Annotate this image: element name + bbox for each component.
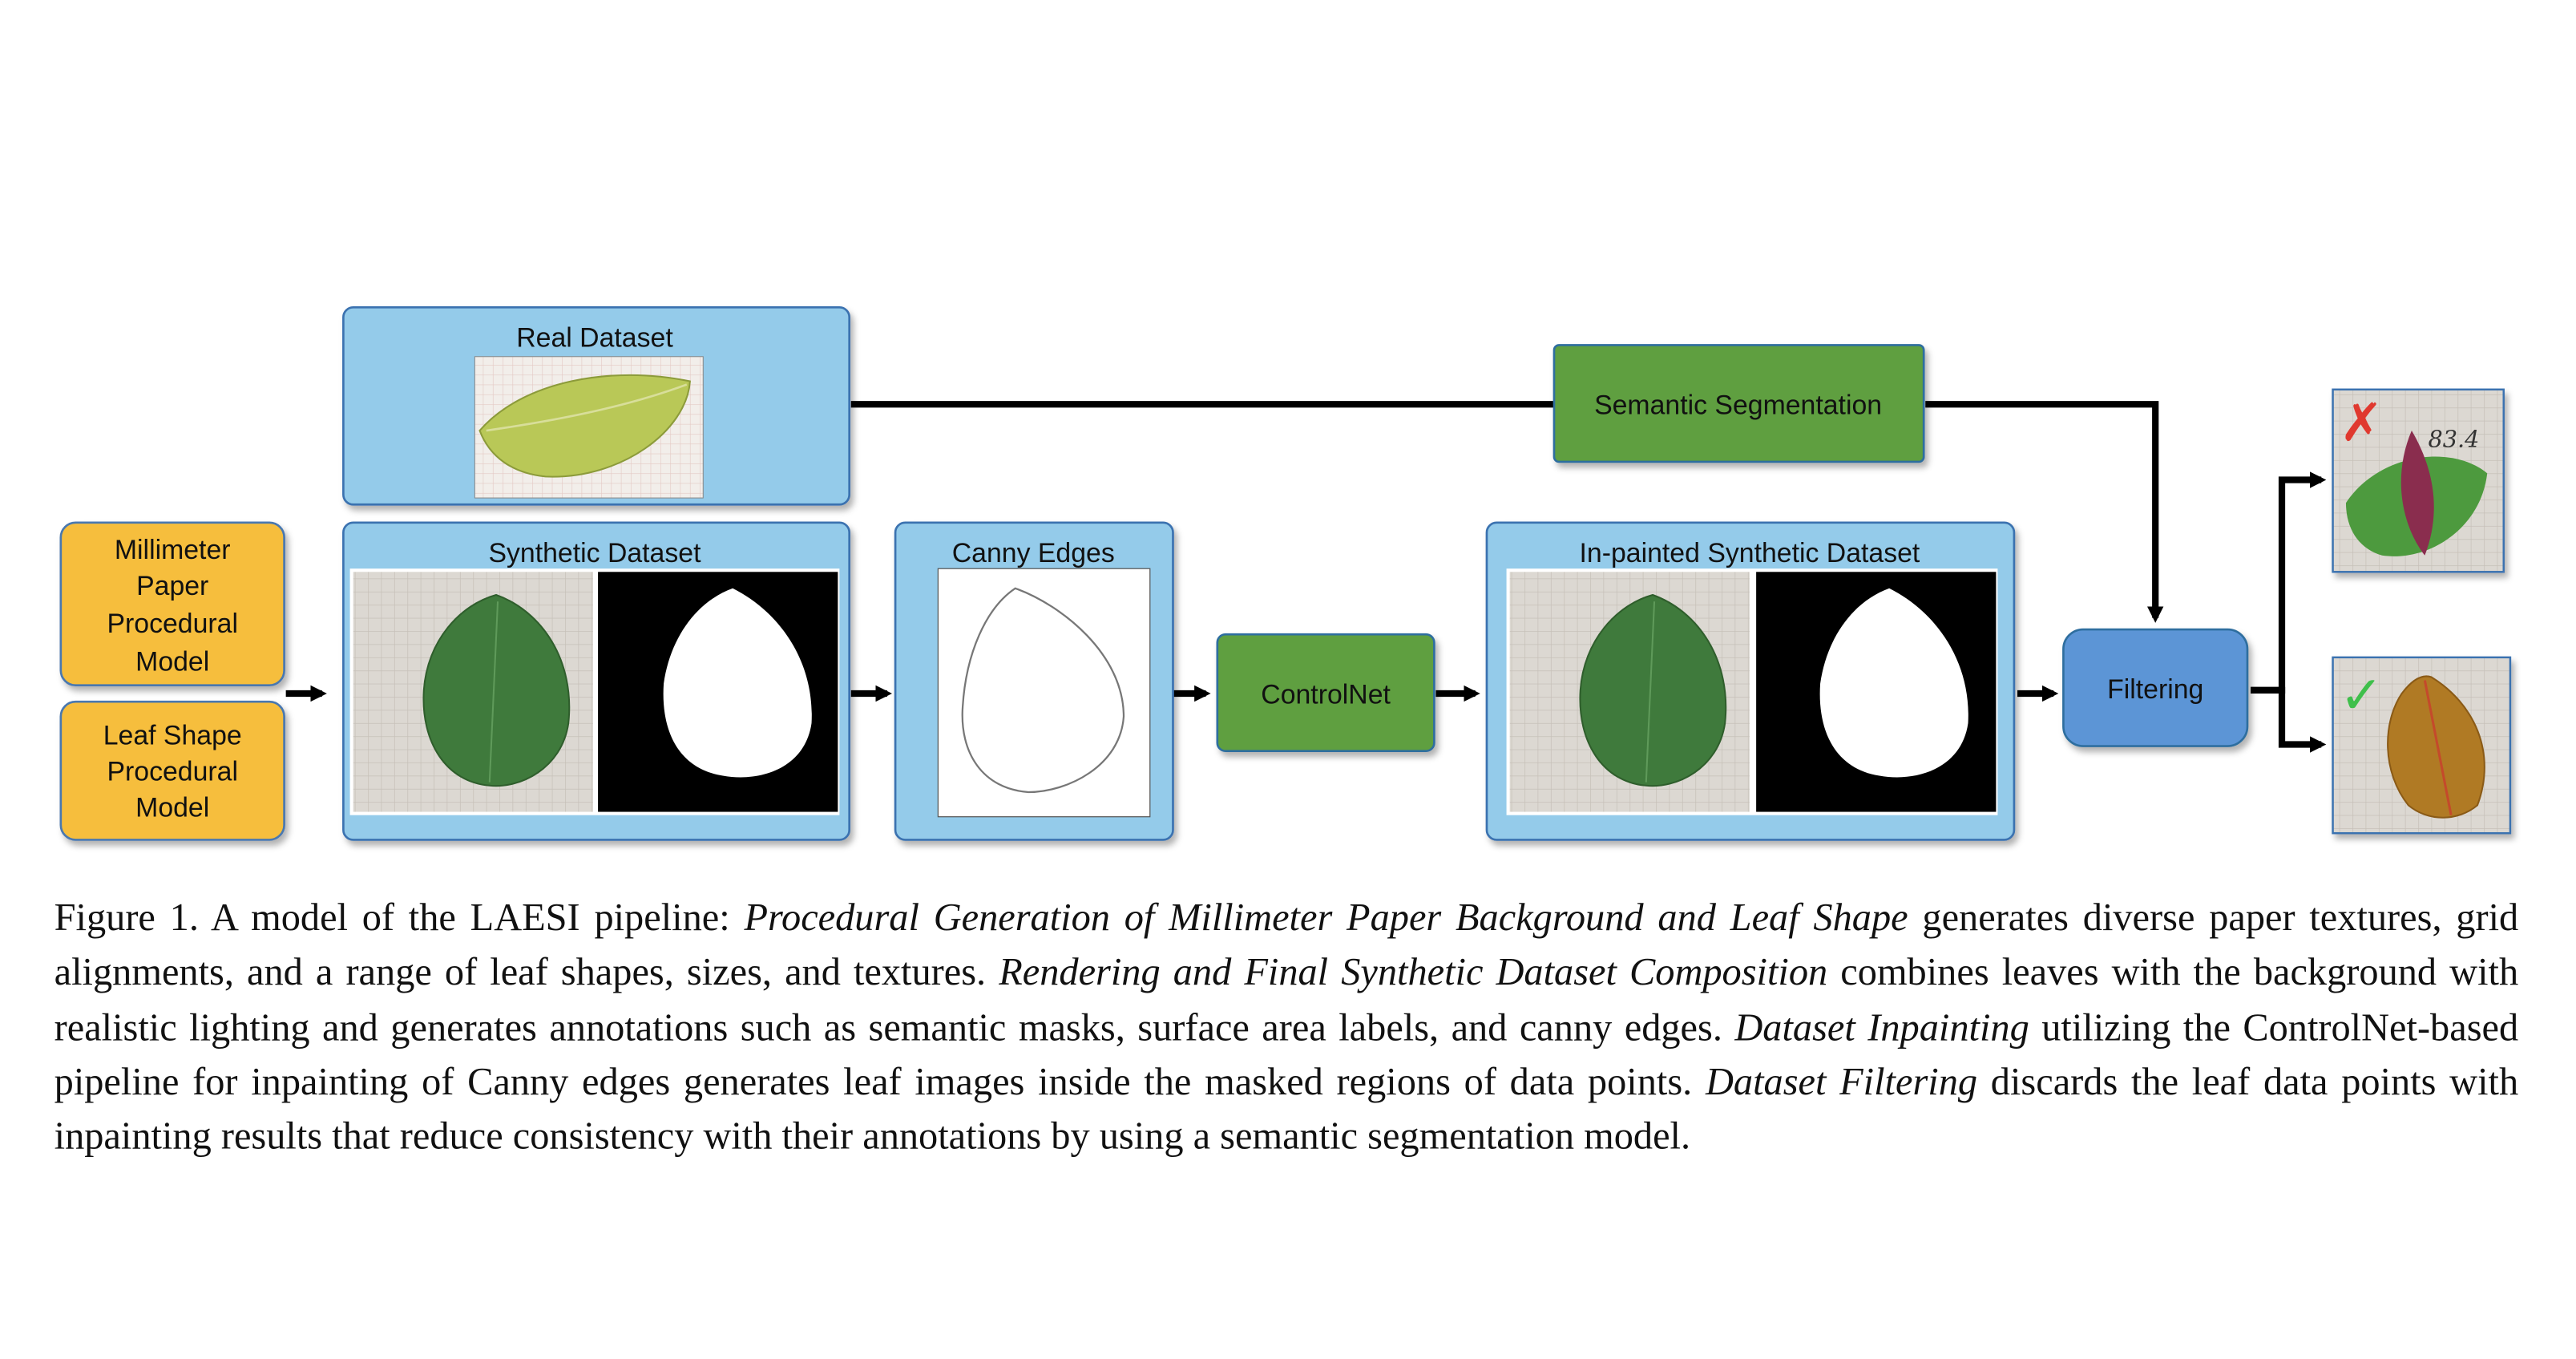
- leaf-shape-line-1: Leaf Shape: [103, 721, 242, 751]
- leaf-shape-line-3: Model: [135, 793, 209, 823]
- synthetic-leaf-icon: [422, 593, 571, 787]
- figure-caption: Figure 1. A model of the LAESI pipeline:…: [55, 892, 2519, 1166]
- real-dataset-node: Real Dataset: [342, 305, 851, 506]
- canny-edges-icon: [961, 587, 1125, 794]
- accepted-result: ✓: [2332, 656, 2512, 835]
- arrow-filtering-to-rejected: [2251, 471, 2327, 694]
- synthetic-dataset-label: Synthetic Dataset: [488, 538, 701, 568]
- leaf-shape-line-2: Procedural: [107, 757, 238, 787]
- millimeter-paper-line-3: Procedural: [107, 609, 238, 639]
- filtering-node: Filtering: [2062, 628, 2249, 747]
- caption-text-2: combines leaves with the background with…: [54, 952, 2519, 1050]
- caption-term-inpainting: Dataset Inpainting: [1734, 1006, 2029, 1050]
- arrow-filtering-to-accepted: [2251, 686, 2327, 753]
- reject-mark-icon: ✗: [2340, 392, 2384, 453]
- caption-prefix: Figure 1. A model of the LAESI pipeline:: [54, 897, 745, 940]
- caption-text-3: utilizing the ControlNet-based pipeline …: [54, 1006, 2519, 1105]
- millimeter-paper-line-2: Paper: [136, 571, 208, 601]
- inpainted-dataset-label: In-painted Synthetic Dataset: [1580, 538, 1920, 568]
- controlnet-node: ControlNet: [1216, 633, 1435, 753]
- handwritten-label: 83.4: [2428, 426, 2479, 453]
- canny-edges-node: Canny Edges: [894, 521, 1174, 841]
- caption-term-filtering: Dataset Filtering: [1705, 1061, 1978, 1105]
- controlnet-label: ControlNet: [1261, 679, 1391, 710]
- caption-term-procedural-generation: Procedural Generation of Millimeter Pape…: [744, 897, 1908, 940]
- leaf-shape-model-node: Leaf Shape Procedural Model: [59, 700, 285, 841]
- filtering-label: Filtering: [2107, 674, 2203, 705]
- canny-edges-label: Canny Edges: [952, 538, 1115, 568]
- arrow-segmentation-to-filtering: [1925, 401, 2164, 623]
- inpainted-mask-icon: [1819, 588, 1968, 778]
- synthetic-dataset-node: Synthetic Dataset: [342, 521, 851, 841]
- accept-mark-icon: ✓: [2340, 665, 2384, 726]
- synthetic-mask-icon: [663, 588, 812, 778]
- caption-text-1: generates diverse paper textures, grid a…: [54, 897, 2519, 995]
- connector-lines: [285, 401, 2327, 753]
- semantic-segmentation-label: Semantic Segmentation: [1594, 390, 1882, 421]
- millimeter-paper-line-4: Model: [135, 646, 209, 677]
- accepted-leaf-icon: [2387, 675, 2485, 819]
- inpainted-dataset-node: In-painted Synthetic Dataset: [1485, 521, 2016, 841]
- pipeline-diagram: Millimeter Paper Procedural Model Leaf S…: [59, 305, 2512, 841]
- millimeter-paper-line-1: Millimeter: [115, 535, 231, 565]
- inpainted-leaf-icon: [1579, 593, 1727, 787]
- semantic-segmentation-node: Semantic Segmentation: [1552, 344, 1925, 463]
- rejected-result: 83.4 ✗: [2332, 388, 2505, 573]
- millimeter-paper-model-node: Millimeter Paper Procedural Model: [59, 521, 285, 687]
- caption-term-rendering: Rendering and Final Synthetic Dataset Co…: [999, 952, 1828, 995]
- real-dataset-label: Real Dataset: [516, 322, 673, 353]
- canny-edges-image: [937, 568, 1151, 818]
- caption-text-4: discards the leaf data points with inpai…: [54, 1061, 2519, 1159]
